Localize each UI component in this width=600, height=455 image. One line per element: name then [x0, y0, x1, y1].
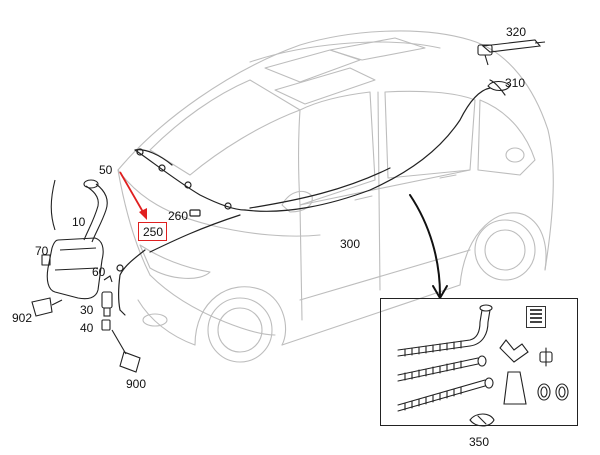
rear-nozzle-310: [487, 80, 511, 92]
highlight-arrow: [119, 171, 147, 220]
callout-10: 10: [72, 215, 86, 229]
callout-902: 902: [12, 311, 33, 325]
callout-900: 900: [126, 377, 147, 391]
callout-300: 300: [340, 237, 361, 251]
callout-250: 250: [143, 225, 164, 239]
callout-350: 350: [469, 435, 490, 449]
hose-250: [134, 149, 246, 211]
washer-pump: [31, 275, 141, 373]
callout-260: 260: [168, 209, 189, 223]
rear-nozzle-320: [477, 39, 546, 66]
instruction-sheet-icon: [526, 306, 546, 328]
callout-50: 50: [99, 163, 113, 177]
callout-40: 40: [80, 321, 94, 335]
callout-320: 320: [506, 25, 527, 39]
hose-310: [489, 79, 506, 96]
callout-70: 70: [35, 244, 49, 258]
hose-300: [244, 87, 491, 212]
callout-310: 310: [505, 76, 526, 90]
callout-60: 60: [92, 265, 106, 279]
highlight-box-250: [138, 222, 167, 241]
vehicle-outline: [117, 30, 554, 363]
repair-kit: [397, 304, 569, 427]
kit-inset-frame: [380, 298, 578, 426]
washer-reservoir: [41, 179, 108, 300]
callout-30: 30: [80, 303, 94, 317]
